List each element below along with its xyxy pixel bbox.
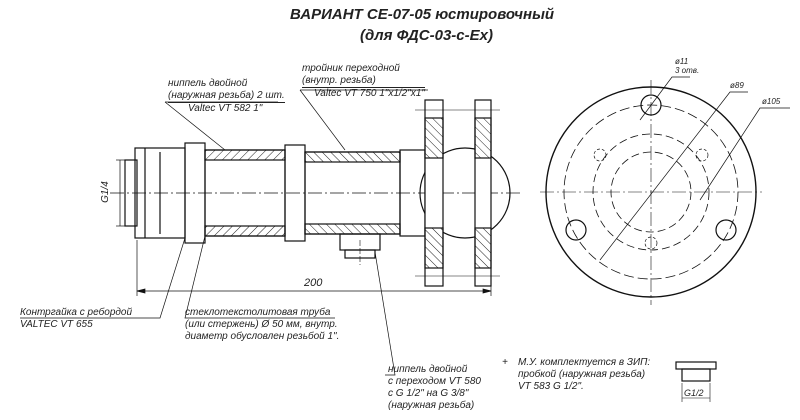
title-line-1: ВАРИАНТ СЕ-07-05 юстировочный [290, 6, 555, 23]
callout-line: пробкой (наружная резьба) [518, 369, 646, 380]
callout-line: с G 1/2" на G 3/8" [388, 388, 469, 399]
callout-line: диаметр обусловлен резьбой 1". [185, 331, 340, 342]
dimension-thread-left-label: G1/4 [99, 181, 111, 203]
title-line-2: (для ФДС-03-с-Ex) [360, 27, 493, 44]
dimension-g14 [116, 159, 128, 227]
callout-line: Valtec VT 582 1" [188, 103, 263, 114]
callout-line: VT 583 G 1/2". [518, 381, 584, 392]
dimension-length-label: 200 [304, 277, 323, 289]
plug-drawing [675, 361, 717, 402]
flange-side [415, 99, 500, 287]
callout-spare-parts: М.У. комплектуется в ЗИП: пробкой (наруж… [518, 357, 650, 393]
callout-line: VALTEC VT 655 [20, 319, 93, 330]
tee [284, 144, 426, 265]
callout-tee: тройник переходной (внутр. резьба) Valte… [302, 63, 425, 100]
callout-line: Контргайка с ребордой [20, 307, 133, 318]
dimension-200 [136, 240, 492, 296]
hole-count: 3 отв. [675, 66, 700, 75]
callout-tube: стеклотекстолитовая труба (или стержень)… [185, 307, 339, 343]
hole-diameter: ø11 [675, 57, 689, 66]
callout-line: ниппель двойной [168, 78, 248, 89]
callout-line: (наружная резьба) [388, 400, 475, 411]
callout-line: (наружная резьба) 2 шт. [168, 90, 285, 103]
locknut [124, 147, 186, 239]
nipple-double [184, 142, 286, 244]
hole-dimension-label: ø11 3 отв. [675, 57, 699, 75]
callout-nipple-adapter: ниппель двойной с переходом VT 580 с G 1… [388, 364, 481, 412]
callout-line: (внутр. резьба) [302, 75, 425, 88]
ball [419, 147, 511, 239]
dimension-plug-thread-label: G1/2 [684, 388, 704, 398]
callout-line: Valtec VT 750 1"x1/2"x1" [314, 88, 425, 99]
flange-face [540, 76, 790, 305]
callout-nipple-double: ниппель двойной (наружная резьба) 2 шт. … [168, 78, 285, 115]
callout-line: стеклотекстолитовая труба [185, 307, 331, 318]
callout-line: (или стержень) Ø 50 мм, внутр. [185, 319, 338, 330]
callout-line: М.У. комплектуется в ЗИП: [518, 357, 651, 368]
plus-sign: + [502, 357, 508, 368]
callout-line: тройник переходной [302, 63, 400, 74]
callout-locknut: Контргайка с ребордой VALTEC VT 655 [20, 307, 132, 331]
callout-line: ниппель двойной [388, 364, 468, 375]
callout-line: с переходом VT 580 [388, 376, 481, 387]
outer-diameter-label: ø105 [762, 97, 781, 106]
bolt-circle-label: ø89 [730, 81, 744, 90]
